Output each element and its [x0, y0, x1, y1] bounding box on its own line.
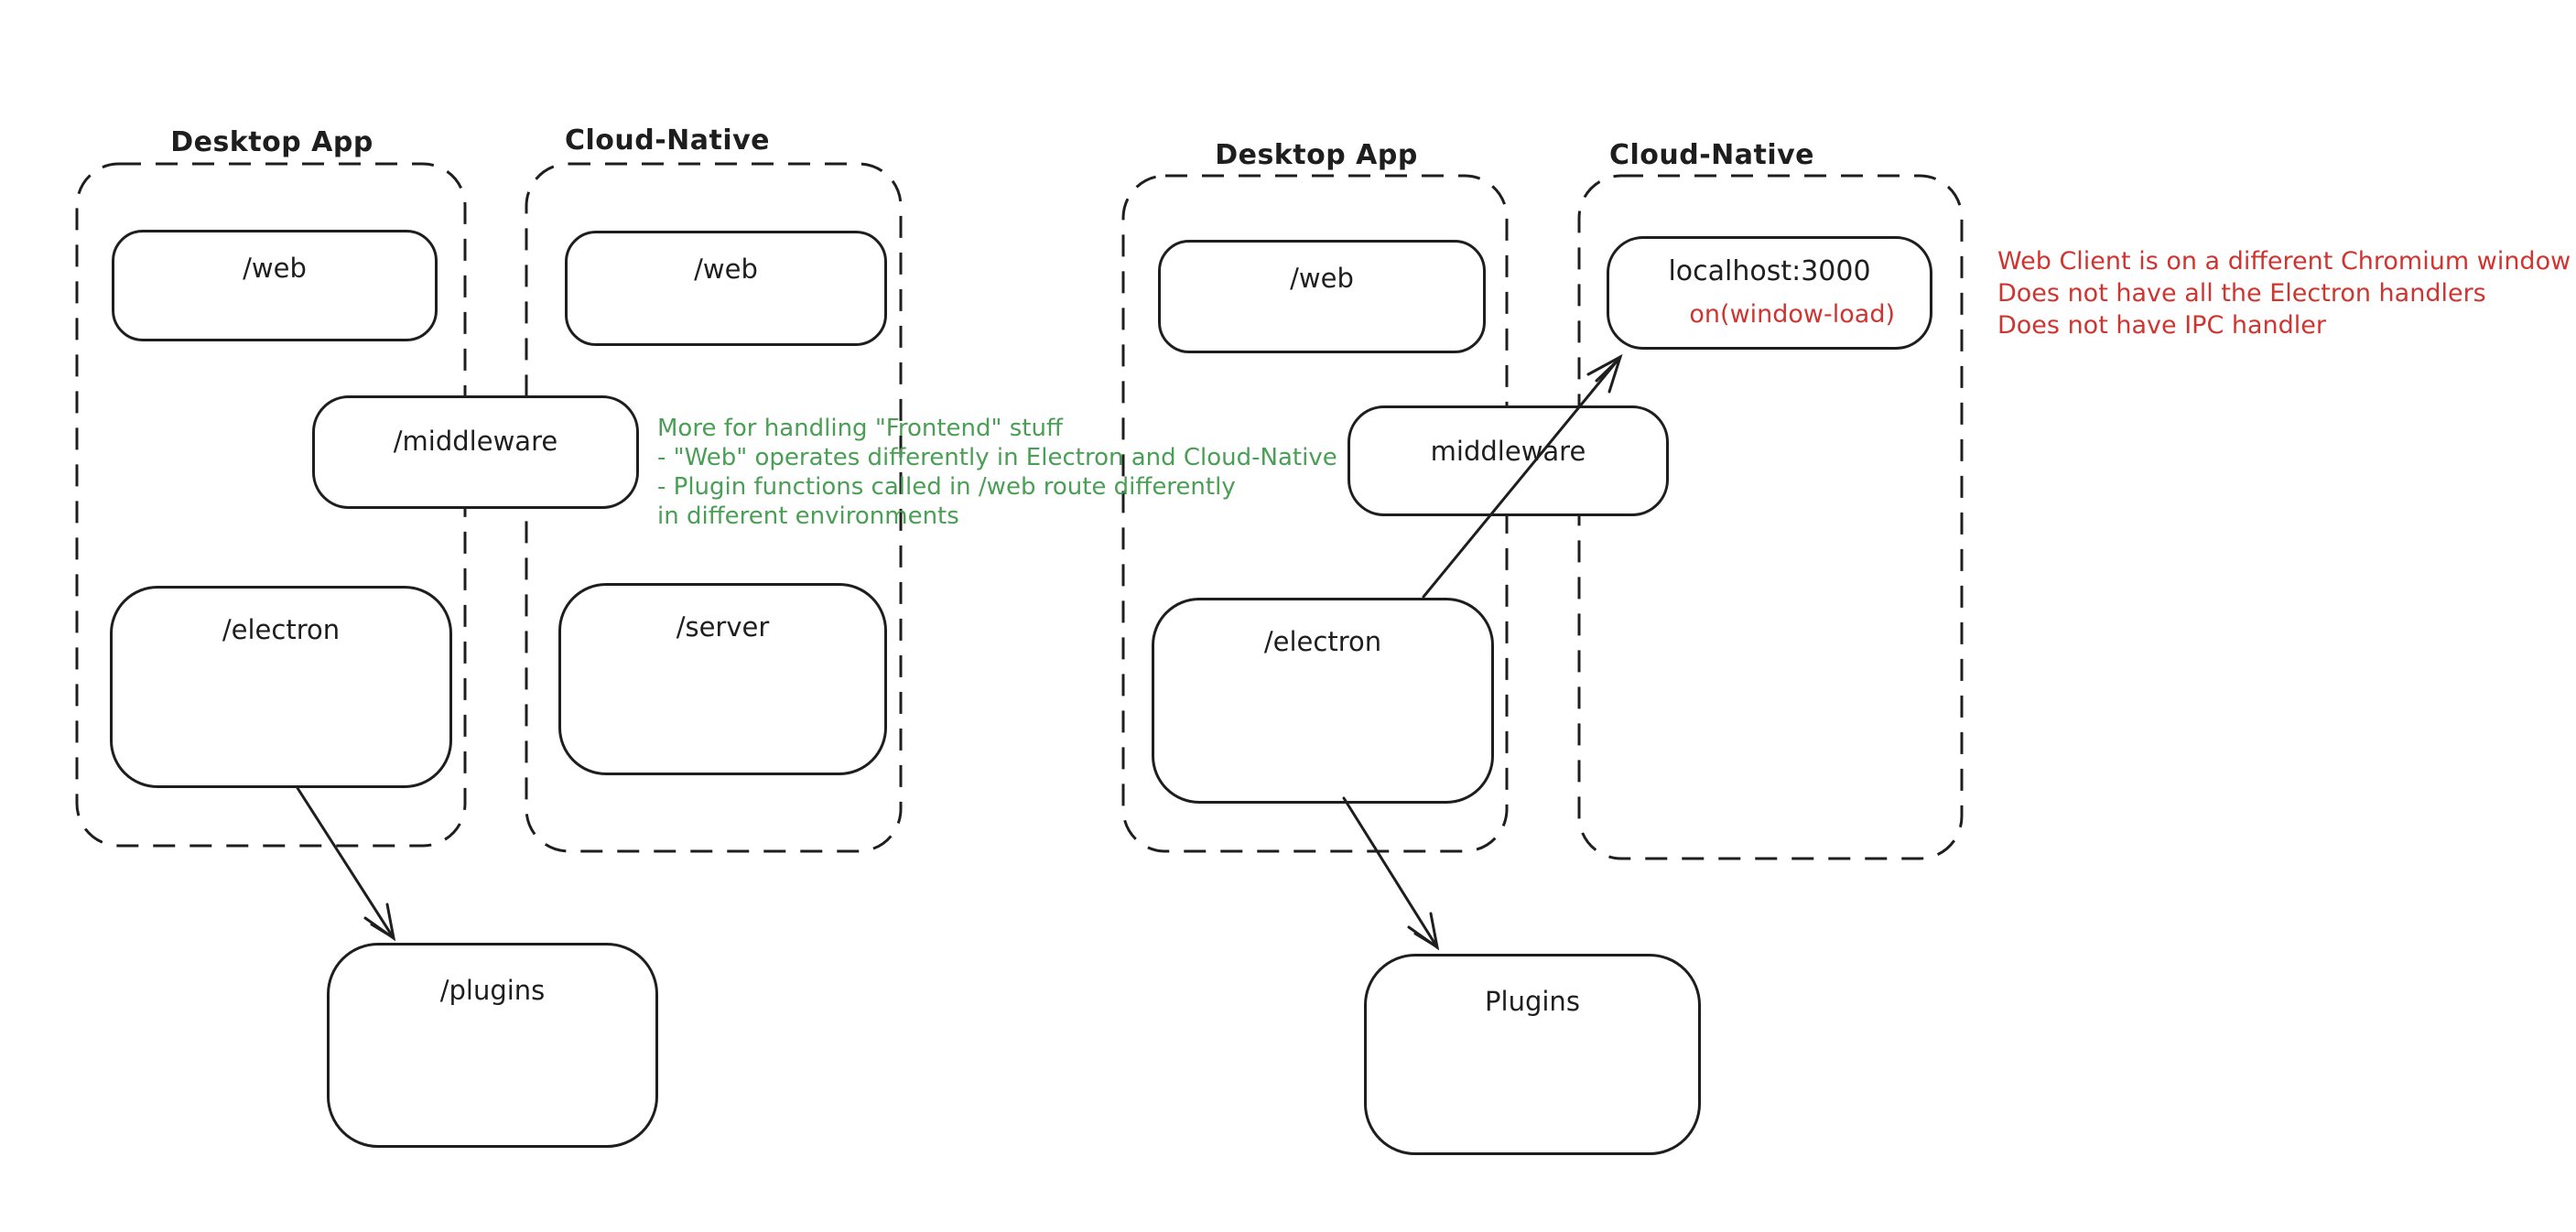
note-red-web-client[interactable]: Web Client is on a different Chromium wi…: [1997, 245, 2571, 341]
note-green-line-1: More for handling "Frontend" stuff: [657, 415, 1063, 442]
node-electron-right[interactable]: /electron: [1152, 598, 1494, 804]
node-server-left[interactable]: /server: [558, 583, 887, 775]
node-web-cloud-left-label: /web: [694, 254, 758, 285]
label-cloud-native-right[interactable]: Cloud-Native: [1608, 139, 1815, 171]
node-middleware-left[interactable]: /middleware: [312, 395, 639, 509]
node-middleware-left-label: /middleware: [393, 426, 558, 457]
node-localhost-label: localhost:3000: [1668, 255, 1871, 287]
node-middleware-right[interactable]: middleware: [1348, 405, 1669, 516]
note-red-line-1: Web Client is on a different Chromium wi…: [1997, 247, 2571, 276]
node-server-left-label: /server: [676, 611, 770, 643]
label-desktop-app-right[interactable]: Desktop App: [1215, 139, 1418, 171]
note-red-line-3: Does not have IPC handler: [1997, 311, 2327, 340]
node-plugins-right[interactable]: Plugins: [1364, 954, 1701, 1155]
node-plugins-left-label: /plugins: [439, 975, 546, 1006]
node-web-desktop-left-label: /web: [243, 253, 307, 284]
node-electron-right-label: /electron: [1263, 626, 1382, 657]
node-electron-left[interactable]: /electron: [110, 586, 452, 788]
arrow-electron-to-plugins-right[interactable]: [1342, 796, 1440, 951]
node-middleware-right-label: middleware: [1430, 436, 1586, 467]
arrow-electron-to-plugins-left[interactable]: [296, 786, 396, 942]
note-green-line-2: - "Web" operates differently in Electron…: [657, 444, 1337, 471]
node-on-window-load-label: on(window-load): [1689, 300, 1895, 329]
note-green-frontend[interactable]: More for handling "Frontend" stuff - "We…: [657, 414, 1337, 531]
node-plugins-right-label: Plugins: [1485, 986, 1580, 1017]
note-green-line-3: - Plugin functions called in /web route …: [657, 473, 1236, 501]
label-desktop-app-left[interactable]: Desktop App: [170, 126, 373, 158]
node-localhost-right[interactable]: localhost:3000 on(window-load): [1607, 236, 1932, 350]
label-cloud-native-left[interactable]: Cloud-Native: [564, 124, 771, 157]
node-electron-left-label: /electron: [222, 614, 341, 645]
node-web-right[interactable]: /web: [1158, 240, 1486, 353]
node-web-desktop-left[interactable]: /web: [112, 230, 438, 341]
node-web-cloud-left[interactable]: /web: [565, 231, 887, 346]
node-plugins-left[interactable]: /plugins: [327, 943, 658, 1148]
note-green-line-4: in different environments: [657, 503, 959, 530]
node-web-right-label: /web: [1290, 263, 1354, 294]
note-red-line-2: Does not have all the Electron handlers: [1997, 279, 2486, 308]
